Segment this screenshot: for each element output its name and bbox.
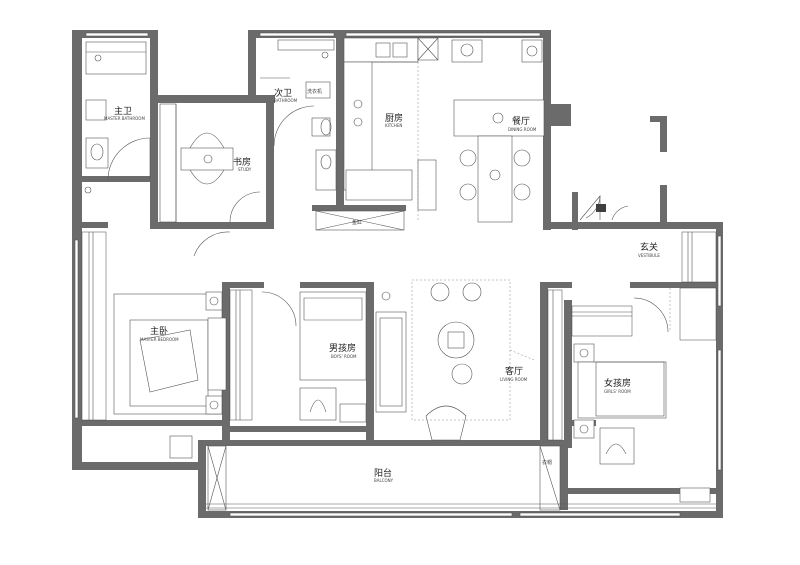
kitchen: 厨房 KITCHEN 鱼缸	[315, 37, 439, 231]
living-room: 客厅 LIVING ROOM	[375, 279, 535, 441]
master-bath-label: 主卫	[114, 105, 132, 117]
dining-label-en: DINING ROOM	[508, 127, 537, 132]
living-room-label-en: LIVING ROOM	[500, 377, 528, 382]
kitchen-label-en: KITCHEN	[385, 123, 402, 128]
study-label: 书房	[233, 156, 251, 168]
master-bedroom-label: 主卧	[150, 325, 168, 337]
master-bedroom-label-en: MASTER BEDROOM	[140, 337, 179, 342]
boys-room: 男孩房 BOYS' ROOM	[229, 289, 391, 423]
vestibule: 玄关 VESTIBULE	[579, 195, 717, 330]
study-label-en: STUDY	[238, 167, 252, 172]
cloakroom-label: 衣帽	[542, 459, 552, 466]
dining: 餐厅 DINING ROOM	[451, 39, 545, 223]
girls-room-label: 女孩房	[604, 377, 631, 389]
dining-label: 餐厅	[512, 115, 530, 127]
kitchen-label: 厨房	[385, 112, 403, 124]
balcony-label-en: BALCONY	[374, 478, 394, 483]
master-bath-label-en: MASTER BATHROOM	[104, 116, 145, 121]
balcony-label: 阳台	[374, 467, 392, 479]
balcony: 阳台 BALCONY	[206, 445, 716, 511]
second-bath-label-en: BATHROOM	[274, 98, 298, 103]
washer-label: 洗衣机	[307, 88, 322, 95]
master-bedroom: 主卧 MASTER BEDROOM	[81, 231, 231, 459]
girls-room-label-en: GIRLS' ROOM	[604, 389, 631, 394]
vestibule-label: 玄关	[640, 241, 658, 253]
vestibule-label-en: VESTIBULE	[638, 253, 660, 258]
living-room-label: 客厅	[505, 365, 523, 377]
second-bathroom: 次卫 BATHROOM 洗衣机	[260, 39, 337, 191]
second-bath-label: 次卫	[274, 87, 292, 99]
girls-room: 女孩房 GIRLS' ROOM 衣帽	[539, 287, 717, 511]
windows	[74, 32, 722, 517]
boys-room-label-en: BOYS' ROOM	[331, 354, 357, 359]
boys-room-label: 男孩房	[329, 342, 356, 354]
master-bathroom: 主卫 MASTER BATHROOM	[84, 41, 151, 194]
fish-tank-label: 鱼缸	[352, 219, 362, 226]
study: 书房 STUDY	[159, 103, 261, 223]
